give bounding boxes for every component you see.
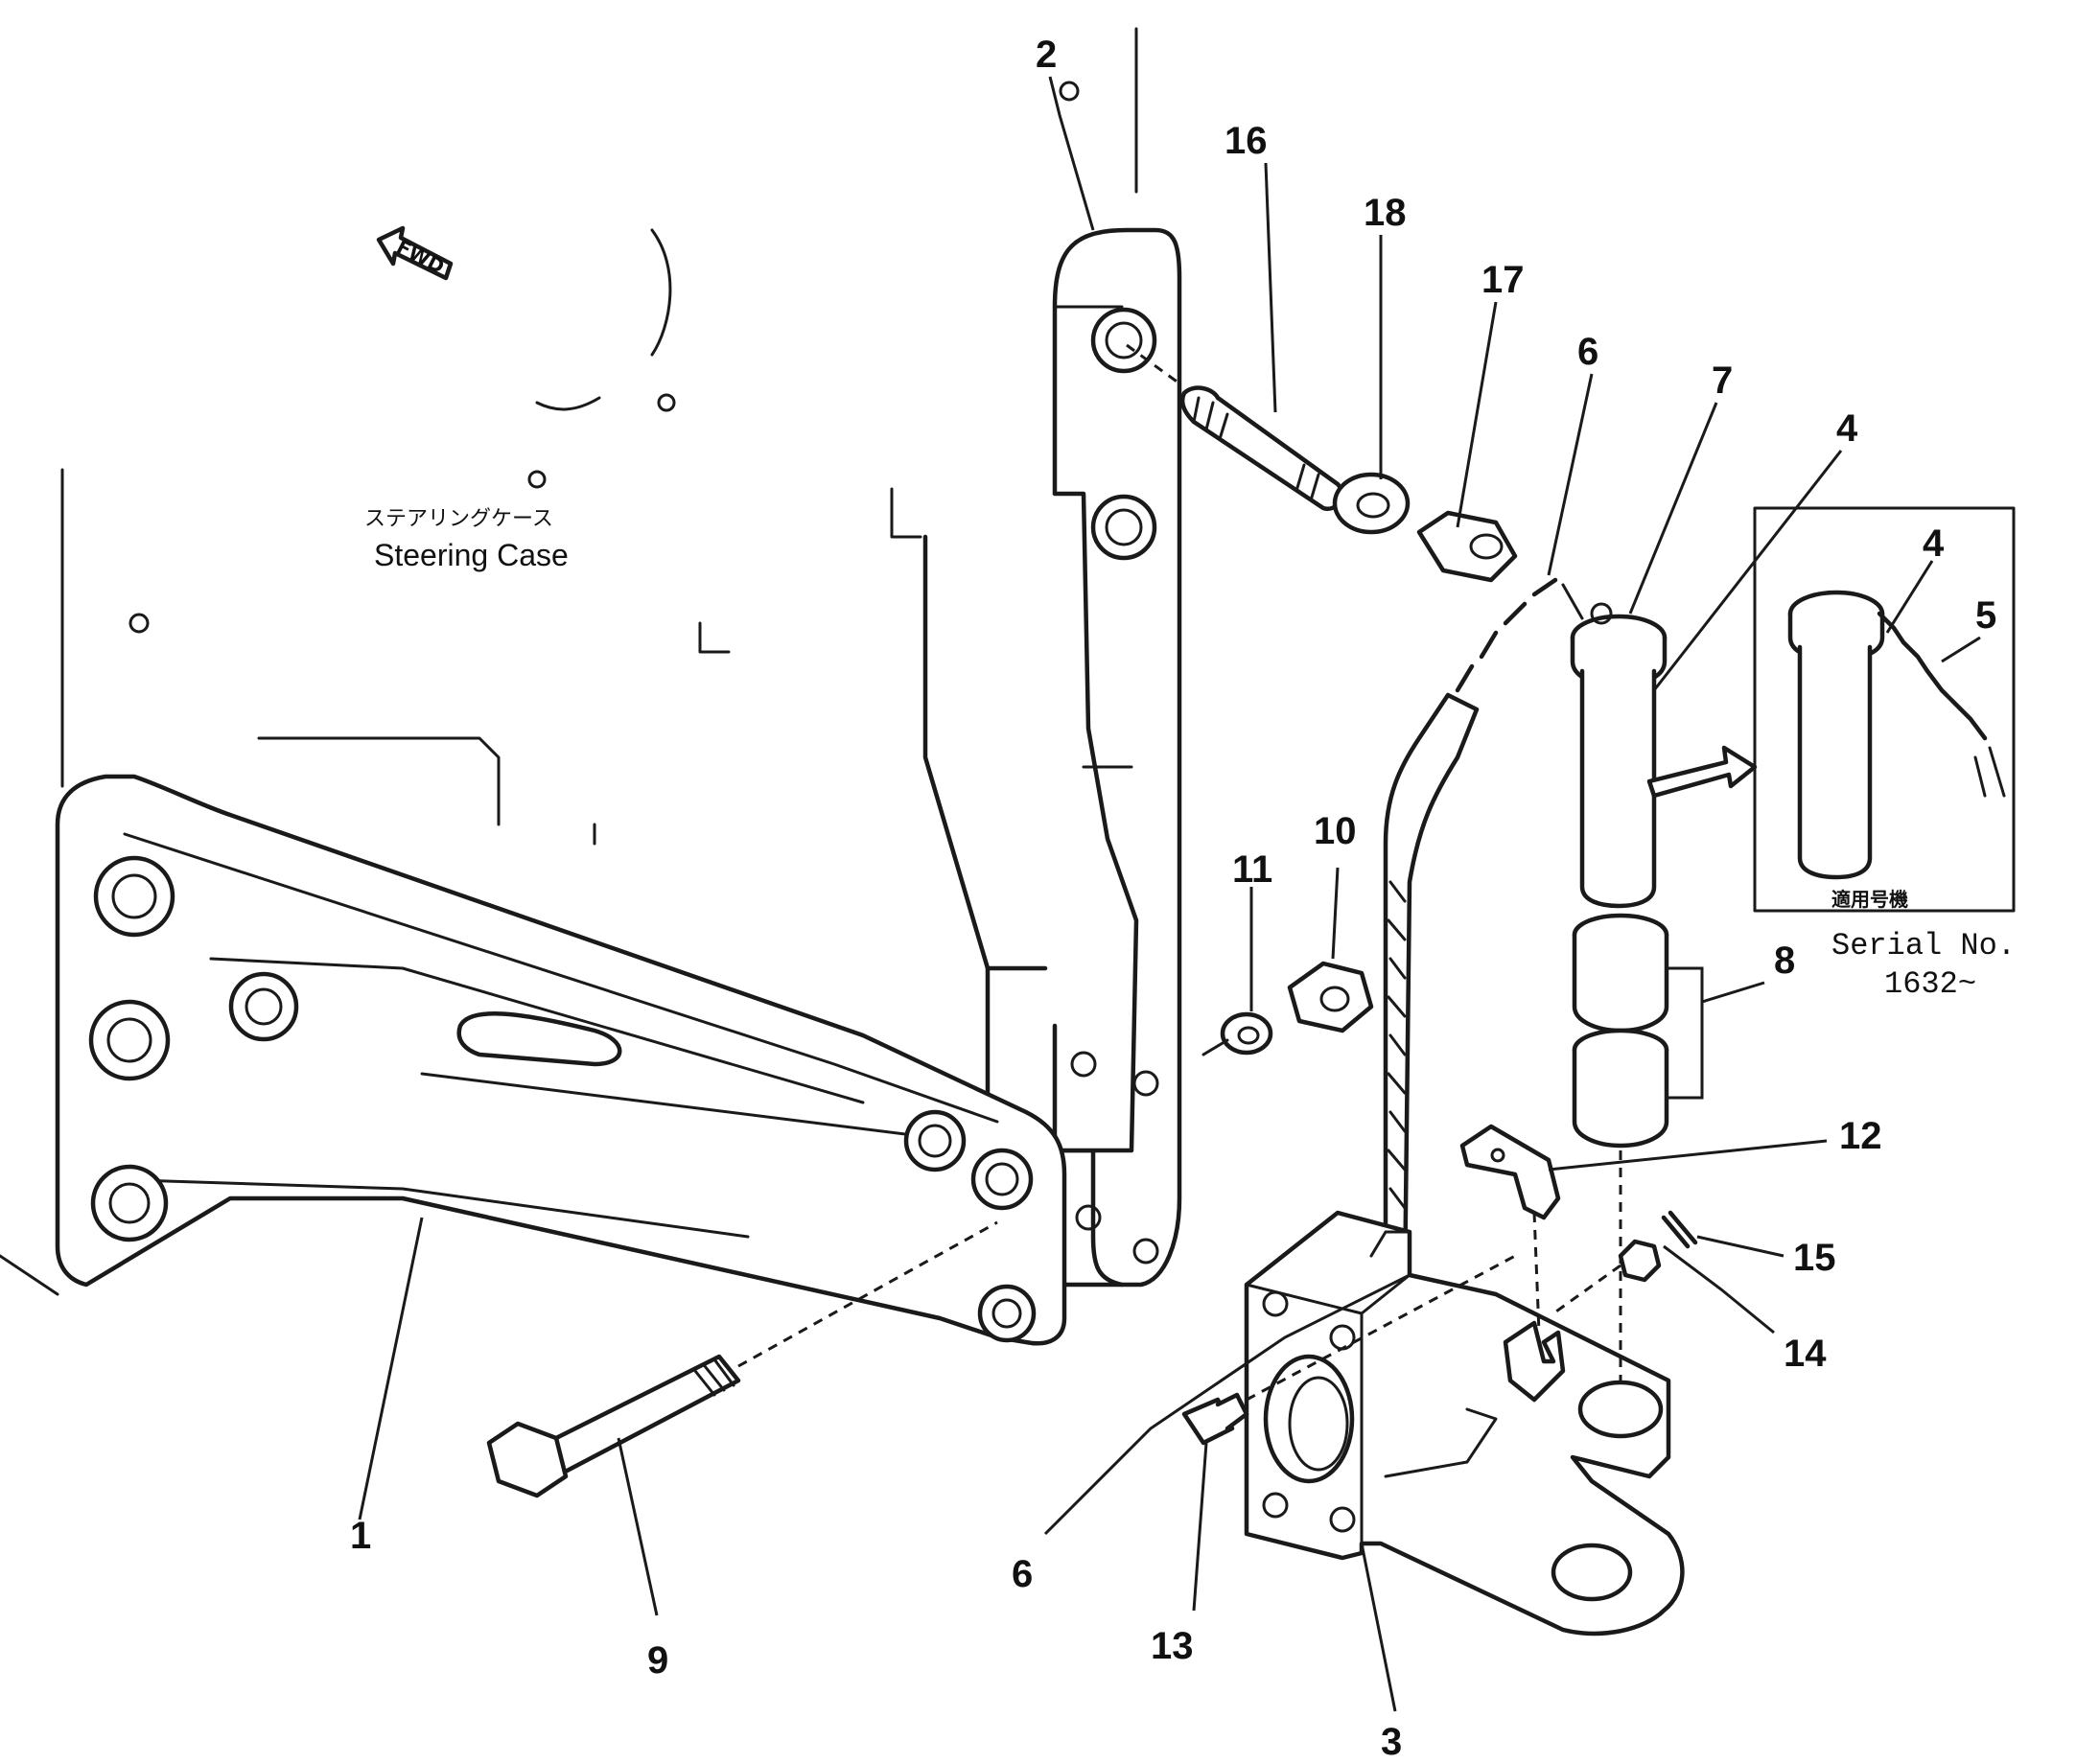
inset-pointer-arrow-icon	[1646, 745, 1758, 799]
fwd-label: FWD	[393, 235, 449, 278]
part-2-vertical-bracket	[922, 227, 1182, 1288]
steering-case-outline	[0, 27, 1138, 1296]
callout-8: 8	[1774, 940, 1795, 982]
callout-5: 5	[1975, 594, 1996, 637]
callout-6-bottom: 6	[1012, 1553, 1033, 1595]
callout-13: 13	[1151, 1625, 1194, 1667]
part-1-arm-bracket	[55, 774, 1067, 1346]
part-14-nut	[1552, 1239, 1662, 1315]
callout-6-top: 6	[1577, 331, 1598, 373]
callout-2: 2	[1036, 34, 1057, 76]
plate-centerline	[1532, 1212, 1541, 1334]
part-10-nut	[1287, 961, 1374, 1033]
steering-case-jp-label: ステアリングケース	[364, 507, 553, 531]
part-3-drawbar-block	[1244, 1210, 1685, 1636]
part-15-cotter-pin	[1661, 1210, 1698, 1249]
callout-16: 16	[1225, 120, 1268, 162]
part-12-plate	[1459, 1124, 1828, 1220]
fwd-arrow-icon: FWD	[376, 225, 454, 281]
part-6-chain	[1383, 577, 1584, 1292]
part-9-bolt	[486, 1220, 998, 1498]
part-7-pin	[1570, 602, 1738, 909]
callout-7: 7	[1712, 360, 1733, 402]
callout-17: 17	[1481, 259, 1525, 301]
callout-3: 3	[1381, 1721, 1402, 1763]
part-17-nut	[1416, 510, 1518, 583]
leader-lines	[358, 76, 1981, 1712]
part-8-bushings	[1572, 913, 1765, 1149]
serial-no-label: Serial No.	[1831, 928, 2016, 963]
callout-1: 1	[350, 1515, 371, 1557]
part-13-bolt	[1181, 1254, 1516, 1446]
callout-18: 18	[1364, 192, 1407, 234]
callout-12: 12	[1839, 1115, 1882, 1157]
part-11-washer	[1201, 1011, 1273, 1056]
callouts: 2 16 18 17 6 7 4 4 5 10 11 8 12 15 14 1 …	[350, 34, 1996, 1763]
inset-serial-variant: 適用号機	[1753, 506, 2016, 913]
serial-range-label: 1632~	[1884, 966, 1976, 1002]
callout-11: 11	[1232, 848, 1272, 891]
applicable-serial-jp-label: 適用号機	[1831, 888, 1908, 911]
part-18-washer	[1332, 472, 1411, 535]
callout-15: 15	[1793, 1237, 1836, 1279]
callout-14: 14	[1784, 1333, 1827, 1375]
callout-10: 10	[1314, 810, 1357, 852]
callout-4: 4	[1836, 407, 1858, 450]
callout-4-inset: 4	[1923, 522, 1945, 565]
steering-case-label: Steering Case	[374, 538, 569, 572]
callout-9: 9	[647, 1639, 668, 1682]
